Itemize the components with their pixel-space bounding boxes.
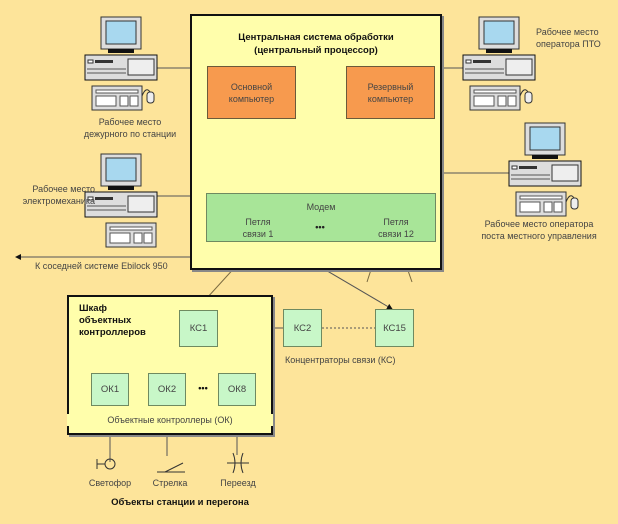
workstation-computer-icon — [84, 16, 158, 111]
modem-title: Модем — [306, 202, 336, 212]
workstation-computer-icon — [508, 122, 582, 217]
signal-icon — [96, 458, 116, 470]
switch-icon — [157, 462, 185, 473]
neighbor-system-label: К соседней системе Ebilock 950 — [35, 261, 168, 271]
workstation-computer-icon — [462, 16, 536, 111]
ok8-box: ОК8 — [218, 373, 256, 406]
objects-caption: Объекты станции и перегона — [111, 497, 249, 508]
object-controller-cabinet — [67, 295, 273, 435]
loop-ellipsis: ••• — [315, 222, 325, 232]
workstation-computer-icon — [84, 153, 158, 248]
signal-label: Светофор — [88, 478, 132, 488]
cabinet-title: Шкаф объектных контроллеров — [79, 303, 146, 338]
ok2-box: ОК2 — [148, 373, 186, 406]
kc2-box: КС2 — [283, 309, 322, 347]
central-title: Центральная система обработки (центральн… — [238, 32, 394, 56]
ok-ellipsis: ••• — [198, 383, 208, 393]
kc15-box: КС15 — [375, 309, 414, 347]
concentrators-caption: Концентраторы связи (КС) — [285, 355, 396, 365]
ok-caption: Объектные контроллеры (ОК) — [67, 414, 273, 426]
crossing-label: Переезд — [220, 478, 256, 488]
crossing-icon — [227, 452, 249, 474]
kc1-box: КС1 — [179, 310, 218, 347]
ok1-box: ОК1 — [91, 373, 129, 406]
modem-box — [206, 193, 436, 242]
switch-label: Стрелка — [152, 478, 188, 488]
